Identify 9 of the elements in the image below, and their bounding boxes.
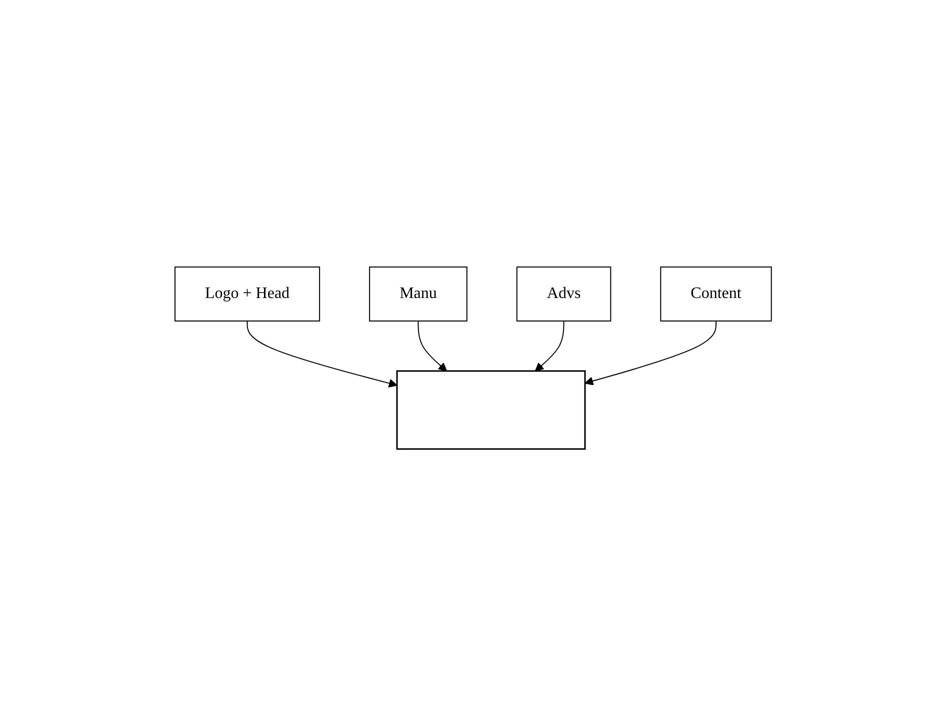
node-box: Manu	[369, 266, 468, 321]
node-box	[396, 370, 586, 450]
node-box: Content	[660, 266, 772, 321]
arrow	[584, 320, 717, 385]
arrow	[247, 320, 398, 388]
node-box: Advs	[516, 266, 612, 321]
node-box: Logo + Head	[174, 266, 320, 321]
arrow	[418, 320, 448, 371]
arrow	[535, 320, 565, 371]
